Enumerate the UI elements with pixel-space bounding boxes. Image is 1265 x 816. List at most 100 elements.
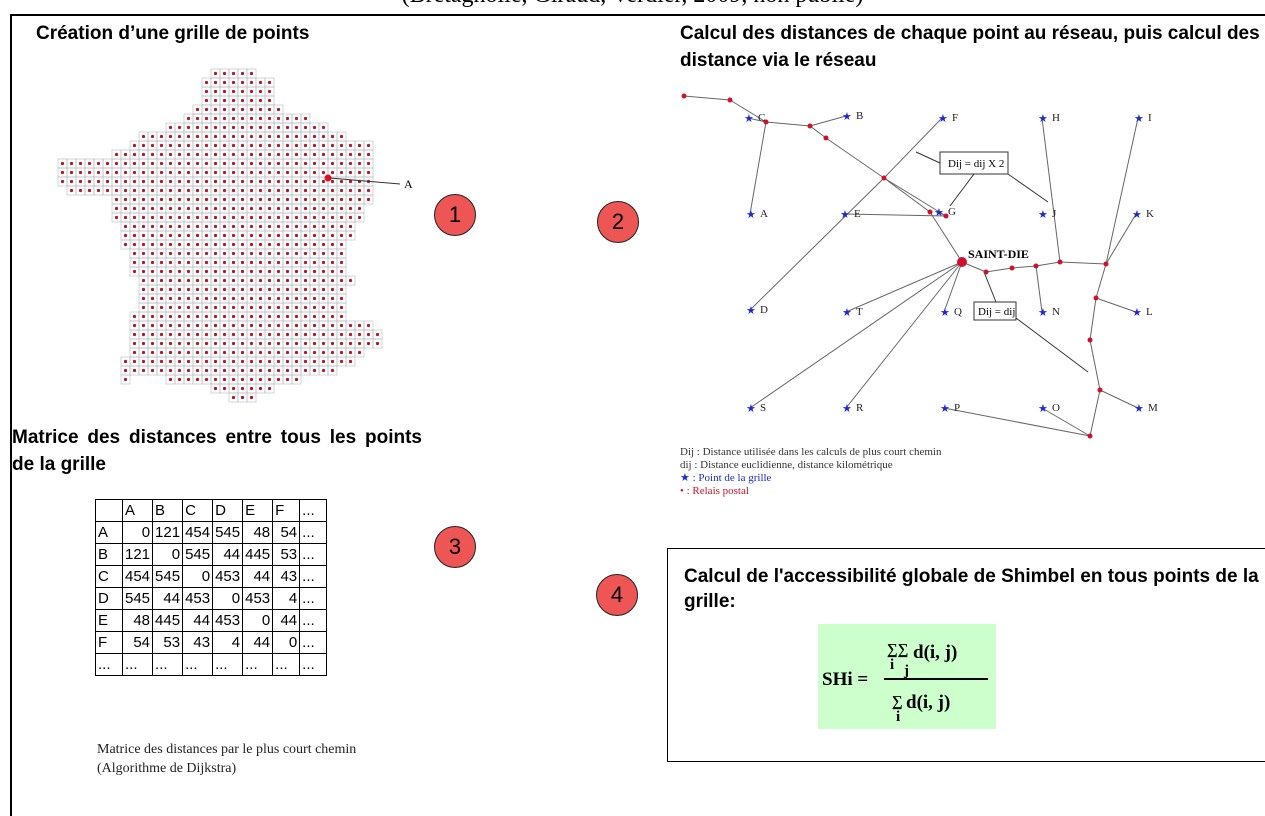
grid-point <box>267 314 272 319</box>
grid-point <box>159 332 164 337</box>
grid-point <box>366 170 371 175</box>
grid-point <box>141 143 146 148</box>
grid-point-label: B <box>856 110 863 122</box>
grid-point <box>231 179 236 184</box>
matrix-cell: 454 <box>121 565 154 588</box>
city-relay <box>957 257 967 267</box>
grid-point <box>267 350 272 355</box>
grid-point <box>186 287 191 292</box>
grid-point <box>276 134 281 139</box>
matrix-cell: 545 <box>212 521 244 544</box>
grid-point <box>267 323 272 328</box>
grid-point <box>69 170 74 175</box>
grid-point <box>312 206 317 211</box>
grid-point <box>231 323 236 328</box>
grid-point <box>150 206 155 211</box>
grid-point <box>339 197 344 202</box>
grid-point <box>150 314 155 319</box>
grid-point <box>150 323 155 328</box>
matrix-cell: 445 <box>242 543 274 566</box>
grid-point <box>267 125 272 130</box>
grid-point <box>267 278 272 283</box>
grid-point <box>321 215 326 220</box>
grid-point <box>168 359 173 364</box>
grid-point <box>348 179 353 184</box>
grid-point <box>141 134 146 139</box>
grid-point-label: M <box>1148 402 1158 414</box>
grid-point <box>168 323 173 328</box>
grid-point <box>177 251 182 256</box>
grid-point <box>249 296 254 301</box>
grid-point <box>168 260 173 265</box>
grid-point-star: ★ <box>1038 403 1048 415</box>
grid-point <box>303 278 308 283</box>
grid-point <box>222 143 227 148</box>
grid-point <box>303 170 308 175</box>
legend-grid-point: ★ : Point de la grille <box>680 472 772 484</box>
grid-point <box>258 134 263 139</box>
grid-point-star: ★ <box>744 113 754 125</box>
grid-point <box>222 170 227 175</box>
grid-point <box>294 116 299 121</box>
network-edge <box>749 261 963 409</box>
relay-point <box>1057 259 1063 265</box>
grid-point-label: G <box>948 206 956 218</box>
grid-point <box>240 287 245 292</box>
grid-point <box>357 341 362 346</box>
grid-point <box>294 170 299 175</box>
grid-point <box>294 377 299 382</box>
grid-point <box>321 332 326 337</box>
shimbel-formula: SHi = ∑∑ i j d(i, j) ∑ i d(i, j) <box>818 624 996 729</box>
grid-point <box>141 242 146 247</box>
grid-point <box>177 170 182 175</box>
matrix-cell: ... <box>212 653 244 676</box>
grid-point <box>312 224 317 229</box>
grid-point <box>141 152 146 157</box>
grid-point <box>222 242 227 247</box>
grid-point <box>285 368 290 373</box>
grid-point <box>276 359 281 364</box>
grid-point <box>141 287 146 292</box>
grid-point <box>141 179 146 184</box>
grid-point <box>213 152 218 157</box>
grid-point <box>168 314 173 319</box>
grid-cell <box>372 338 383 349</box>
grid-point <box>339 242 344 247</box>
grid-point <box>213 107 218 112</box>
grid-point-label: C <box>758 112 765 124</box>
grid-point <box>150 188 155 193</box>
grid-point <box>150 224 155 229</box>
grid-point <box>249 377 254 382</box>
grid-point <box>330 134 335 139</box>
matrix-caption-line-2: (Algorithme de Dijkstra) <box>97 761 237 776</box>
grid-point-star: ★ <box>842 111 852 123</box>
matrix-cell: ... <box>121 653 154 676</box>
grid-point <box>222 260 227 265</box>
grid-point <box>258 161 263 166</box>
grid-cell <box>345 356 356 367</box>
grid-point <box>267 215 272 220</box>
grid-point <box>78 170 83 175</box>
grid-point <box>303 188 308 193</box>
grid-point <box>150 332 155 337</box>
grid-point <box>231 116 236 121</box>
grid-point <box>240 107 245 112</box>
grid-point-label: J <box>1052 208 1057 220</box>
grid-point <box>159 323 164 328</box>
grid-point <box>276 323 281 328</box>
grid-point <box>159 170 164 175</box>
grid-point <box>159 341 164 346</box>
matrix-header-cell: ... <box>299 499 328 522</box>
grid-point-star: ★ <box>1132 209 1142 221</box>
grid-point <box>222 314 227 319</box>
grid-point <box>267 80 272 85</box>
grid-point <box>285 296 290 301</box>
grid-point <box>249 341 254 346</box>
grid-point <box>321 134 326 139</box>
grid-point <box>303 242 308 247</box>
grid-point <box>276 332 281 337</box>
grid-point <box>231 161 236 166</box>
grid-point <box>222 152 227 157</box>
grid-point <box>186 269 191 274</box>
grid-point <box>312 287 317 292</box>
